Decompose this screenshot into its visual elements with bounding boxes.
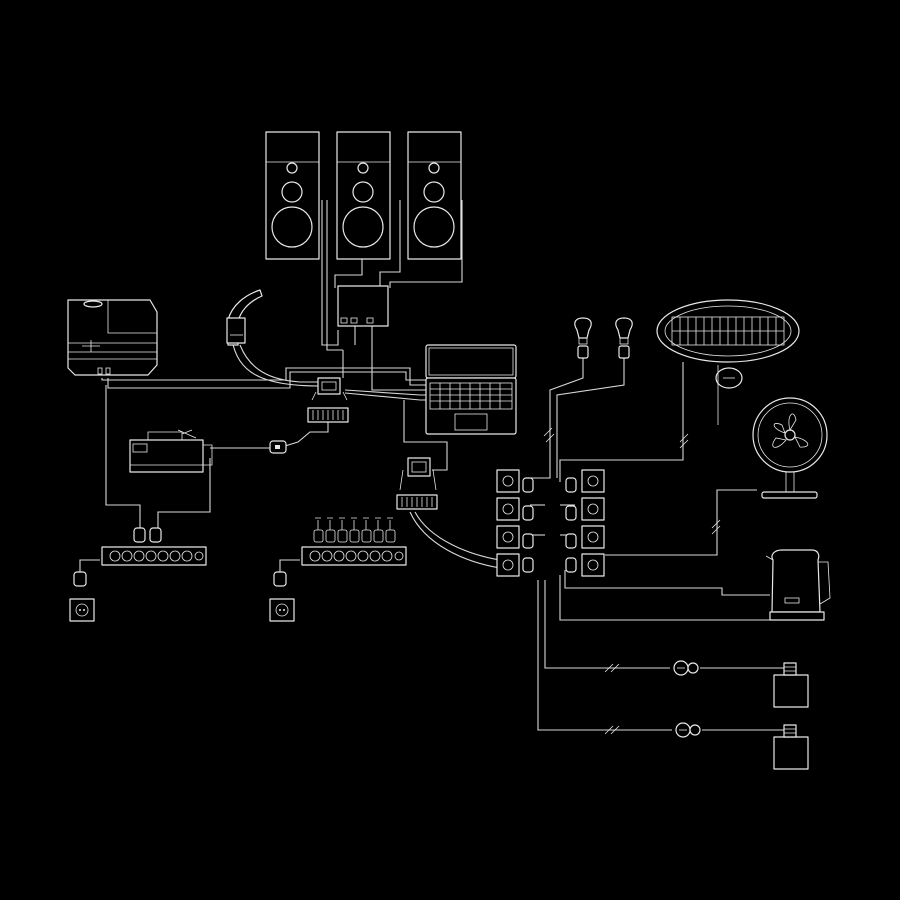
smart-bulb-2 [615,317,633,359]
patio-heater [656,299,800,425]
cables [79,200,791,738]
usb-hub-2 [396,457,438,510]
relay-panel-2 [565,469,605,577]
wall-socket-2 [269,598,295,622]
cable-break-marks [543,427,721,735]
speaker-right [407,131,462,260]
lamp-socket-1 [773,662,809,708]
power-strip-1 [73,527,207,587]
power-strip-2 [273,517,407,587]
lamp-socket-2 [773,724,809,770]
fog-remote [269,440,287,454]
headphones-icon [226,289,263,346]
wall-socket-1 [69,598,95,622]
relay-panel-1 [496,469,534,577]
speaker-center [336,131,391,260]
inline-switch-2 [675,722,701,738]
desk-fan [752,397,828,499]
laptop [425,344,517,435]
projector [67,299,158,376]
inline-switch-1 [673,660,699,676]
usb-hub-1 [307,377,349,423]
smart-bulb-1 [574,317,592,359]
speaker-left [265,131,320,260]
audio-amplifier [337,285,389,327]
fog-machine [129,429,213,473]
electric-kettle [765,549,831,621]
